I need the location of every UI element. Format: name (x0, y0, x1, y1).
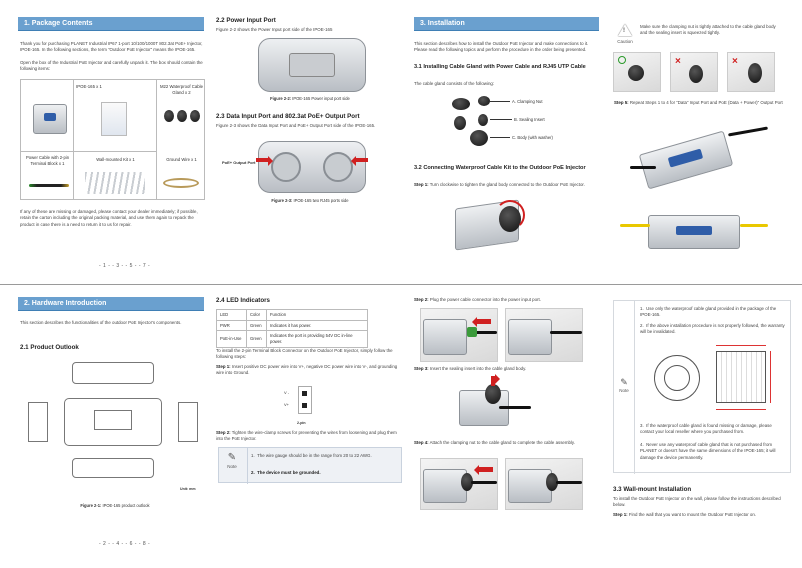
led-th-function: Function (266, 309, 368, 321)
caution-photo-bad-2: × (727, 52, 775, 92)
step4-photo-1 (420, 458, 498, 510)
clamping-nut-image-2 (478, 96, 490, 106)
note-right-item-2: 2. If the above installation procedure i… (640, 323, 785, 335)
gland-step3: Step 3: Insert the sealing insert into t… (414, 366, 527, 371)
hardware-intro: This section describes the functionaliti… (20, 320, 182, 325)
caution-label: Caution (617, 39, 633, 44)
gland-image-1 (164, 110, 174, 122)
caution-photo-good (613, 52, 661, 92)
ground-wire-image (163, 178, 199, 188)
two-pin-caption: 2-pin (297, 421, 306, 425)
step5: Step 5: Repeat Steps 1 to 4 for “Data” I… (614, 100, 783, 105)
note-right-item-4: 4. Never use any waterproof cable gland … (640, 442, 776, 460)
page-numbers-top: - 1 - - 3 - - 5 - - 7 - (99, 263, 151, 269)
step3-photo (455, 373, 535, 434)
unit-label: Unit: mm (180, 487, 196, 491)
tighten-gland-photo (455, 198, 535, 256)
item-wall-kit: Wall-mounted Kit x 1 (96, 157, 135, 162)
item-ipoe: IPOE-165 x 1 (76, 84, 102, 89)
ipoe-165-image (33, 104, 67, 134)
power-port-image (258, 38, 366, 92)
package-contents-table: IPOE-165 x 1 M22 Waterproof Cable Gland … (20, 79, 205, 200)
section-title-2-1: 2.1 Product Outlook (20, 344, 79, 351)
note-item-2: 2. The device must be grounded. (251, 470, 321, 475)
section-title-3-2: 3.2 Connecting Waterproof Cable Kit to t… (414, 165, 586, 171)
section-title-3-3: 3.3 Wall-mount Installation (613, 486, 692, 493)
led-th-color: Color (246, 309, 267, 321)
port-arrow-left (256, 155, 273, 166)
wall-mount-step1: Step 1: Find the wall that you want to m… (613, 512, 757, 517)
caution-icon: ! Caution (614, 24, 636, 45)
step2-photo-1 (420, 308, 498, 362)
package-intro: Thank you for purchasing PLANET Industri… (20, 41, 203, 53)
power-cable-image (29, 184, 69, 187)
poe-output-port-label: PoE+ Output Port (222, 160, 256, 165)
note-icon: ✎ Note (227, 452, 237, 469)
installation-intro: This section describes how to install th… (414, 41, 589, 53)
section-2-3-text: Figure 2-3 shows the Data Input Port and… (216, 123, 376, 128)
package-intro-2: Open the box of the Industrial PoE Injec… (20, 60, 203, 72)
gland-image-3 (190, 110, 200, 122)
gland-image-2 (177, 110, 187, 122)
section-banner-package: 1. Package Contents (18, 17, 204, 31)
page-divider (0, 284, 802, 285)
section-title-2-3: 2.3 Data Input Port and 802.3at PoE+ Out… (216, 113, 360, 120)
wall-kit-image (85, 172, 145, 194)
step2-photo-2 (505, 308, 583, 362)
terminal-block-intro: To install the 2-pin Terminal Block Conn… (216, 348, 393, 360)
port-arrow-right (356, 158, 368, 162)
section-3-1-text: The cable gland consists of the followin… (414, 81, 495, 86)
note-right-item-1: 1. Use only the waterproof cable gland p… (640, 306, 777, 318)
note-icon-right: ✎ Note (619, 377, 629, 393)
section-title-2-4: 2.4 LED Indicators (216, 297, 270, 304)
body-image (470, 130, 488, 146)
pin-v-plus: V+ (284, 402, 290, 407)
terminal-step1: Step 1: Insert positive DC power wire in… (216, 364, 398, 376)
pin-v-minus: V - (284, 390, 290, 395)
led-th-led: LED (216, 309, 247, 321)
section-banner-installation: 3. Installation (414, 17, 599, 31)
power-note-box: ✎ Note 1. The wire gauge should be in th… (218, 447, 402, 484)
wall-mount-text: To install the Outdoor PoE Injector on t… (613, 496, 781, 508)
product-outlook-drawing (24, 358, 204, 486)
item-ground-wire: Ground Wire x 1 (166, 157, 197, 162)
step5-photos (620, 120, 770, 280)
part-label-b: B. Sealing Insert (514, 117, 545, 122)
sealing-insert-image (454, 116, 466, 130)
led-table: LED Color Function PWR Green Indicates i… (216, 309, 368, 348)
caution-photo-bad-1: × (670, 52, 718, 92)
section-title-3-1: 3.1 Installing Cable Gland with Power Ca… (414, 64, 586, 70)
section-2-2-text: Figure 2-2 shows the Power Input port si… (216, 27, 333, 32)
figure-2-2-caption: Figure 2-2: IPOE-165 Power input port si… (270, 96, 350, 101)
step4-photo-2 (505, 458, 583, 510)
package-outro: If any of these are missing or damaged, … (20, 209, 198, 227)
sealing-insert-image-2 (478, 114, 488, 126)
caution-text: Make sure the clamping nut is tightly at… (640, 24, 776, 36)
section-title-2-2: 2.2 Power Input Port (216, 17, 276, 24)
note-item-1: 1. The wire gauge should be in the range… (251, 453, 372, 458)
part-label-c: C. Body (with washer) (512, 135, 553, 140)
page-numbers-bottom: - 2 - - 4 - - 6 - - 8 - (99, 541, 151, 547)
gland-step4: Step 4: Attach the clamping nut to the c… (414, 440, 576, 445)
gland-dimension-drawing (654, 341, 774, 417)
clamping-nut-image (452, 98, 470, 110)
part-label-a: A. Clamping Nut (512, 99, 543, 104)
gland-step2: Step 2: Plug the power cable connector i… (414, 297, 541, 302)
table-row: PoE-in-Use Green Indicates the port is p… (216, 330, 368, 348)
figure-2-1-caption: Figure 2-1: IPOE-165 product outlook (80, 503, 150, 508)
terminal-step2: Step 2: Tighten the wire-clamp screws fo… (216, 430, 397, 442)
item-power-cable: Power Cable with 2-pin Terminal Block x … (25, 155, 70, 166)
section-banner-hardware: 2. Hardware Introduction (18, 297, 204, 311)
note-right-item-3: 3. If the waterproof cable gland is foun… (640, 423, 772, 435)
two-pin-diagram: V - V+ (280, 386, 320, 416)
item-cable-gland: M22 Waterproof Cable Gland x 2 (159, 84, 204, 95)
figure-2-3-caption: Figure 2-3: IPOE-165 two RJ45 ports side (271, 198, 349, 203)
step1-gland: Step 1: Turn clockwise to tighten the gl… (414, 182, 585, 187)
manual-image (101, 102, 127, 136)
warranty-note-box: ✎ Note 1. Use only the waterproof cable … (613, 300, 791, 474)
table-row: PWR Green Indicates it has power. (216, 319, 368, 332)
rj45-ports-image (258, 141, 366, 193)
